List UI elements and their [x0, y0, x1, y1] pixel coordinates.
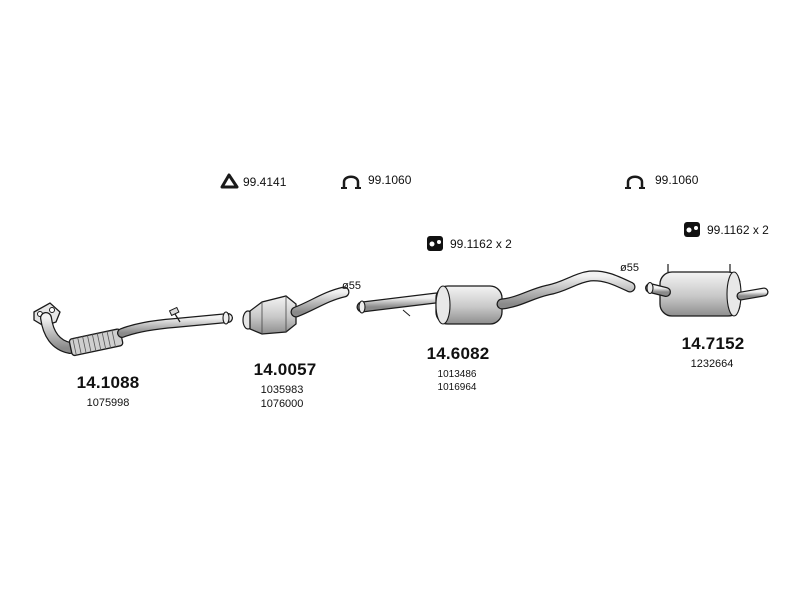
accessory-label-hanger-2: 99.1162 x 2 — [707, 223, 769, 237]
rubber-hanger-icon[interactable] — [427, 236, 443, 251]
centre-silencer-part-image[interactable] — [356, 270, 636, 325]
accessory-label-clamp-1: 99.1060 — [368, 173, 412, 187]
seal-ring-icon[interactable] — [220, 173, 239, 189]
front-pipe-part-image[interactable] — [33, 302, 233, 357]
clamp-icon[interactable] — [341, 175, 361, 189]
part-code-centre-silencer: 14.6082 — [426, 344, 490, 363]
part-code-front-pipe: 14.1088 — [76, 373, 140, 392]
clamp-icon[interactable] — [625, 175, 645, 189]
rear-silencer-part-image[interactable] — [645, 264, 769, 317]
part-code-catalytic-converter: 14.0057 — [253, 360, 317, 379]
part-ref-catalytic-converter-1: 1035983 — [260, 384, 304, 396]
part-ref-centre-silencer-1: 1013486 — [437, 369, 477, 380]
diameter-label-2: ø55 — [620, 262, 639, 274]
accessory-label-clamp-2: 99.1060 — [655, 173, 699, 187]
catalytic-converter-part-image[interactable] — [242, 286, 350, 335]
part-ref-catalytic-converter-2: 1076000 — [260, 398, 304, 410]
part-ref-front-pipe-1: 1075998 — [86, 397, 130, 409]
part-code-rear-silencer: 14.7152 — [681, 334, 745, 353]
diameter-label-1: ø55 — [342, 280, 361, 292]
rubber-hanger-icon[interactable] — [684, 222, 700, 237]
part-ref-rear-silencer-1: 1232664 — [690, 358, 734, 370]
part-ref-centre-silencer-2: 1016964 — [437, 382, 477, 393]
accessory-label-seal-ring: 99.4141 — [243, 175, 287, 189]
accessory-label-hanger-1: 99.1162 x 2 — [450, 237, 512, 251]
